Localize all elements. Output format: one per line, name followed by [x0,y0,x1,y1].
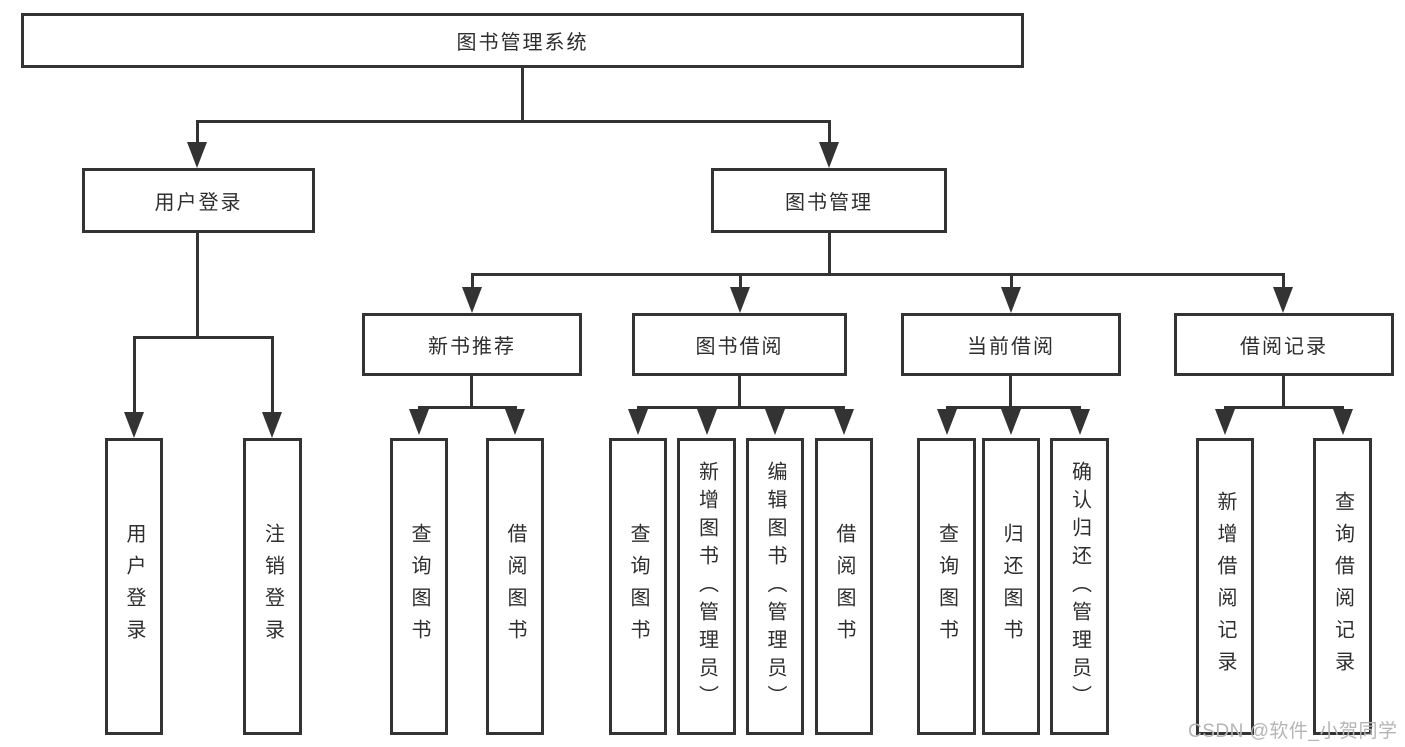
arrow-to-leaf-query-borrow-record [1333,409,1353,435]
connector-current-stem [1009,376,1012,409]
leaf-logout-label: 注销登录 [261,522,284,651]
connector-user-login-stem [196,233,199,339]
leaf-return-books: 归还图书 [982,438,1040,735]
arrow-to-leaf-query-books-recommend [409,409,429,435]
leaf-edit-books-admin: 编辑图书（管理员） [746,438,804,735]
node-book-borrowing-label: 图书借阅 [695,336,784,358]
arrow-to-current-borrowing [1001,287,1021,313]
connector-book-mgmt-drop [828,120,831,146]
leaf-borrow-books-recommend-label: 借阅图书 [504,522,526,651]
arrow-to-leaf-query-books-borrow [628,409,648,435]
leaf-query-books-recommend-label: 查询图书 [408,522,430,651]
connector-logout-leaf-drop [271,336,274,414]
connector-recommend-drop [471,273,474,291]
leaf-query-books-current: 查询图书 [917,438,976,735]
node-current-borrowing-label: 当前借阅 [967,336,1055,358]
arrow-to-leaf-logout [262,412,282,438]
node-book-management-label: 图书管理 [785,192,873,214]
arrow-to-book-borrowing [730,287,750,313]
connector-root-stem [521,68,524,122]
node-book-borrowing: 图书借阅 [632,313,847,376]
connector-user-login-horizontal [133,336,274,339]
leaf-borrow-books-label: 借阅图书 [833,522,855,651]
connector-recommend-stem [470,376,473,409]
connector-root-horizontal [196,120,831,123]
connector-recommend-horizontal [418,406,517,409]
node-user-login-label: 用户登录 [154,192,243,214]
leaf-add-books-admin: 新增图书（管理员） [677,438,736,735]
node-library-system-label: 图书管理系统 [456,32,589,54]
leaf-confirm-return-admin: 确认归还（管理员） [1050,438,1109,735]
connector-current-horizontal [946,406,1081,409]
leaf-borrow-books-recommend: 借阅图书 [486,438,544,735]
node-user-login: 用户登录 [82,168,315,233]
connector-records-drop [1282,273,1285,291]
leaf-query-books-borrow: 查询图书 [609,438,667,735]
node-new-book-recommend: 新书推荐 [362,313,582,376]
leaf-return-books-label: 归还图书 [1000,522,1022,651]
arrow-to-leaf-user-login [124,412,144,438]
csdn-watermark: CSDN @软件_小贺同学 [1188,721,1398,742]
leaf-add-borrow-record-label: 新增借阅记录 [1214,490,1236,683]
leaf-confirm-return-admin-label: 确认归还（管理员） [1068,460,1091,713]
arrow-to-leaf-add-books [697,409,717,435]
leaf-query-borrow-record-label: 查询借阅记录 [1331,490,1354,683]
leaf-user-login: 用户登录 [105,438,163,735]
leaf-query-borrow-record: 查询借阅记录 [1313,438,1372,735]
connector-book-mgmt-stem [828,233,831,276]
leaf-borrow-books: 借阅图书 [815,438,873,735]
arrow-to-leaf-borrow-books-recommend [505,409,525,435]
node-borrowing-records: 借阅记录 [1174,313,1394,376]
arrow-to-book-mgmt [819,142,839,168]
connector-user-login-drop [196,120,199,146]
connector-borrowing-horizontal [637,406,845,409]
leaf-logout: 注销登录 [243,438,302,735]
node-library-system: 图书管理系统 [21,13,1024,68]
connector-records-horizontal [1224,406,1344,409]
arrow-to-leaf-confirm-return [1070,409,1090,435]
leaf-edit-books-admin-label: 编辑图书（管理员） [764,460,786,713]
leaf-query-books-recommend: 查询图书 [390,438,448,735]
connector-records-stem [1282,376,1285,409]
arrow-to-leaf-return-books [1001,409,1021,435]
node-book-management: 图书管理 [711,168,947,233]
connector-borrowing-drop [739,273,742,291]
leaf-user-login-label: 用户登录 [123,522,145,651]
arrow-to-user-login [187,142,207,168]
connector-current-drop [1010,273,1013,291]
arrow-to-leaf-add-borrow-record [1215,409,1235,435]
arrow-to-new-book-recommend [462,287,482,313]
arrow-to-leaf-edit-books [765,409,785,435]
node-borrowing-records-label: 借阅记录 [1240,336,1328,358]
connector-borrowing-stem [738,376,741,409]
leaf-add-books-admin-label: 新增图书（管理员） [695,460,718,713]
leaf-add-borrow-record: 新增借阅记录 [1196,438,1254,735]
leaf-query-books-current-label: 查询图书 [935,522,958,651]
node-current-borrowing: 当前借阅 [901,313,1121,376]
arrow-to-borrowing-records [1273,287,1293,313]
arrow-to-leaf-query-books-current [937,409,957,435]
connector-login-leaf-drop [133,336,136,414]
node-new-book-recommend-label: 新书推荐 [428,336,516,358]
connector-level3-horizontal [471,273,1285,276]
arrow-to-leaf-borrow-books [834,409,854,435]
leaf-query-books-borrow-label: 查询图书 [627,522,649,651]
